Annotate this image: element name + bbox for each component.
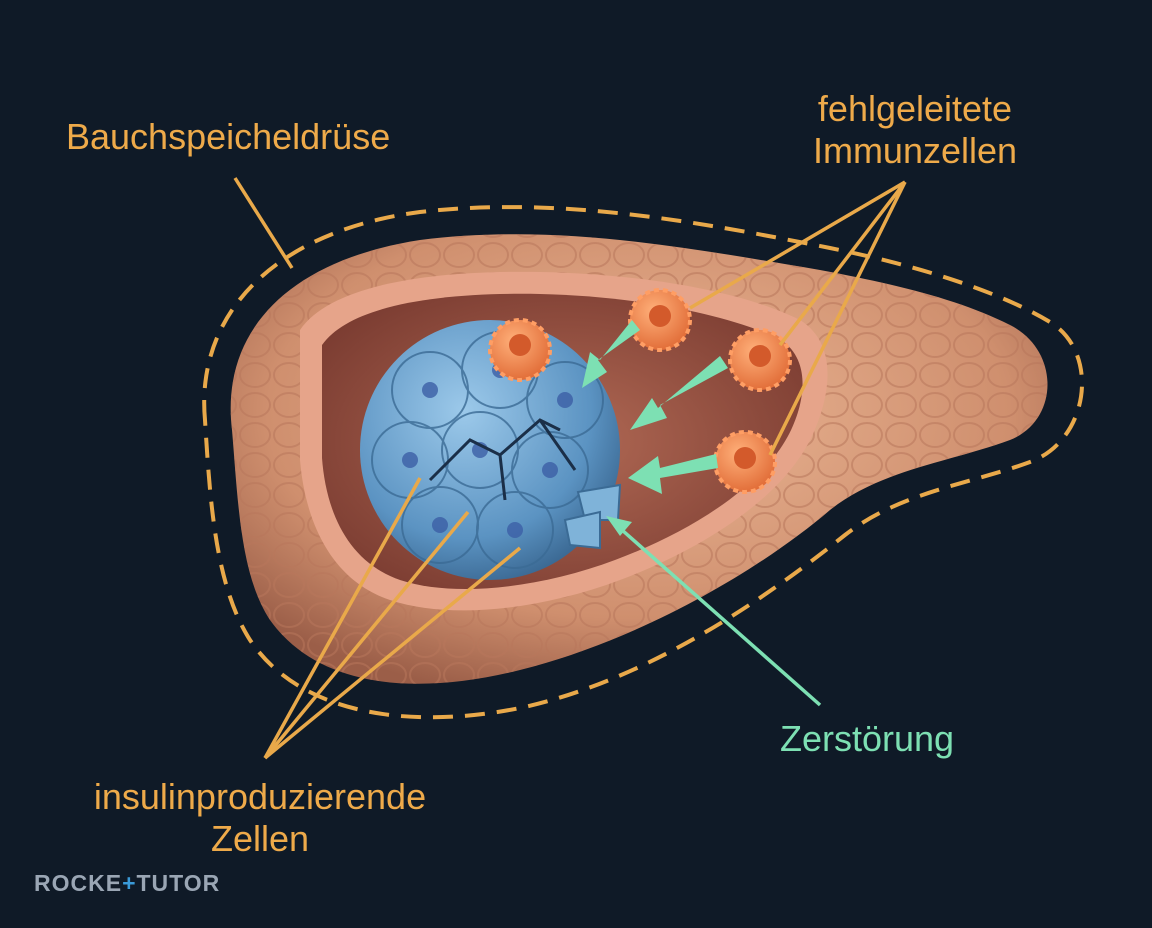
brand-part2: TUTOR [136,870,221,896]
attack-arrows [582,320,728,494]
brand-part1: ROCKE [34,870,123,896]
brand-plus: + [122,870,137,896]
label-pancreas: Bauchspeicheldrüse [66,116,391,157]
label-destruction: Zerstörung [780,718,955,759]
pointer-immune-1 [689,180,906,310]
pointer-pancreas [233,177,294,269]
attack-arrow [630,356,728,430]
pointer-immune-2 [778,180,907,347]
immune-cell [728,328,792,392]
islet-cluster [360,320,622,580]
label-immune-line1: fehlgeleitete [817,88,1013,129]
attack-arrow [628,454,718,494]
pointer-destruction [606,516,822,707]
immune-cell [488,318,552,382]
label-immune-line2: Immunzellen [812,130,1018,171]
label-insulin-cells: insulinproduzierende Zellen [60,776,460,860]
label-immune-cells: fehlgeleitete Immunzellen [780,88,1050,172]
pointer-immune-3 [768,181,907,456]
pointer-lines [233,177,907,760]
attack-arrow [582,320,640,388]
pointer-insulin-1 [263,477,422,759]
immune-cell [628,288,692,352]
pointer-insulin-2 [263,510,470,760]
immune-cell [713,430,777,494]
label-insulin-line1: insulinproduzierende [93,776,427,817]
pointer-insulin-3 [263,546,522,760]
brand-logo: ROCKE+TUTOR [34,870,220,897]
label-insulin-line2: Zellen [210,818,310,859]
pancreas-dashed-outline [202,205,1084,720]
